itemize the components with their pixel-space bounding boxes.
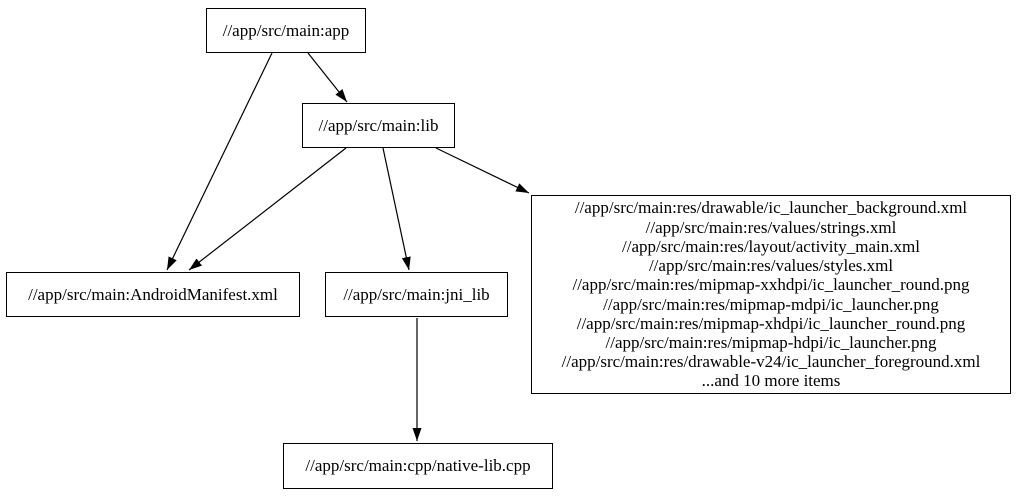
resource-line: //app/src/main:res/values/strings.xml: [645, 217, 897, 237]
edge-app-to-lib: [307, 52, 348, 103]
resource-line: //app/src/main:res/drawable/ic_launcher_…: [574, 198, 968, 218]
node-label-jni-lib: //app/src/main:jni_lib: [343, 284, 490, 304]
edge-lib-to-resources: [435, 147, 530, 194]
resource-line: //app/src/main:res/mipmap-hdpi/ic_launch…: [605, 332, 937, 352]
node-label-app: //app/src/main:app: [222, 20, 350, 40]
resource-line-more-items: ...and 10 more items: [701, 371, 841, 391]
node-label-lib: //app/src/main:lib: [318, 115, 439, 135]
edge-lib-to-jni_lib: [382, 147, 411, 271]
graph-node-jni-lib: //app/src/main:jni_lib: [325, 272, 508, 317]
edge-app-to-manifest: [166, 52, 273, 271]
resource-line: //app/src/main:res/drawable-v24/ic_launc…: [561, 352, 981, 372]
resource-line: //app/src/main:res/layout/activity_main.…: [622, 236, 920, 256]
graph-node-android-manifest: //app/src/main:AndroidManifest.xml: [6, 272, 300, 317]
resource-line: //app/src/main:res/mipmap-xhdpi/ic_launc…: [576, 313, 966, 333]
graph-node-app: //app/src/main:app: [206, 8, 366, 53]
graph-node-native-lib-cpp: //app/src/main:cpp/native-lib.cpp: [283, 443, 553, 489]
edge-lib-to-manifest: [188, 147, 347, 271]
node-label-android-manifest: //app/src/main:AndroidManifest.xml: [28, 284, 278, 304]
graph-node-lib: //app/src/main:lib: [302, 103, 455, 148]
resource-line: //app/src/main:res/mipmap-mdpi/ic_launch…: [603, 294, 939, 314]
graph-node-resources-group: //app/src/main:res/drawable/ic_launcher_…: [531, 195, 1011, 394]
resource-line: //app/src/main:res/mipmap-xxhdpi/ic_laun…: [572, 275, 970, 295]
node-label-native-lib-cpp: //app/src/main:cpp/native-lib.cpp: [305, 456, 531, 475]
resource-line: //app/src/main:res/values/styles.xml: [648, 256, 894, 276]
